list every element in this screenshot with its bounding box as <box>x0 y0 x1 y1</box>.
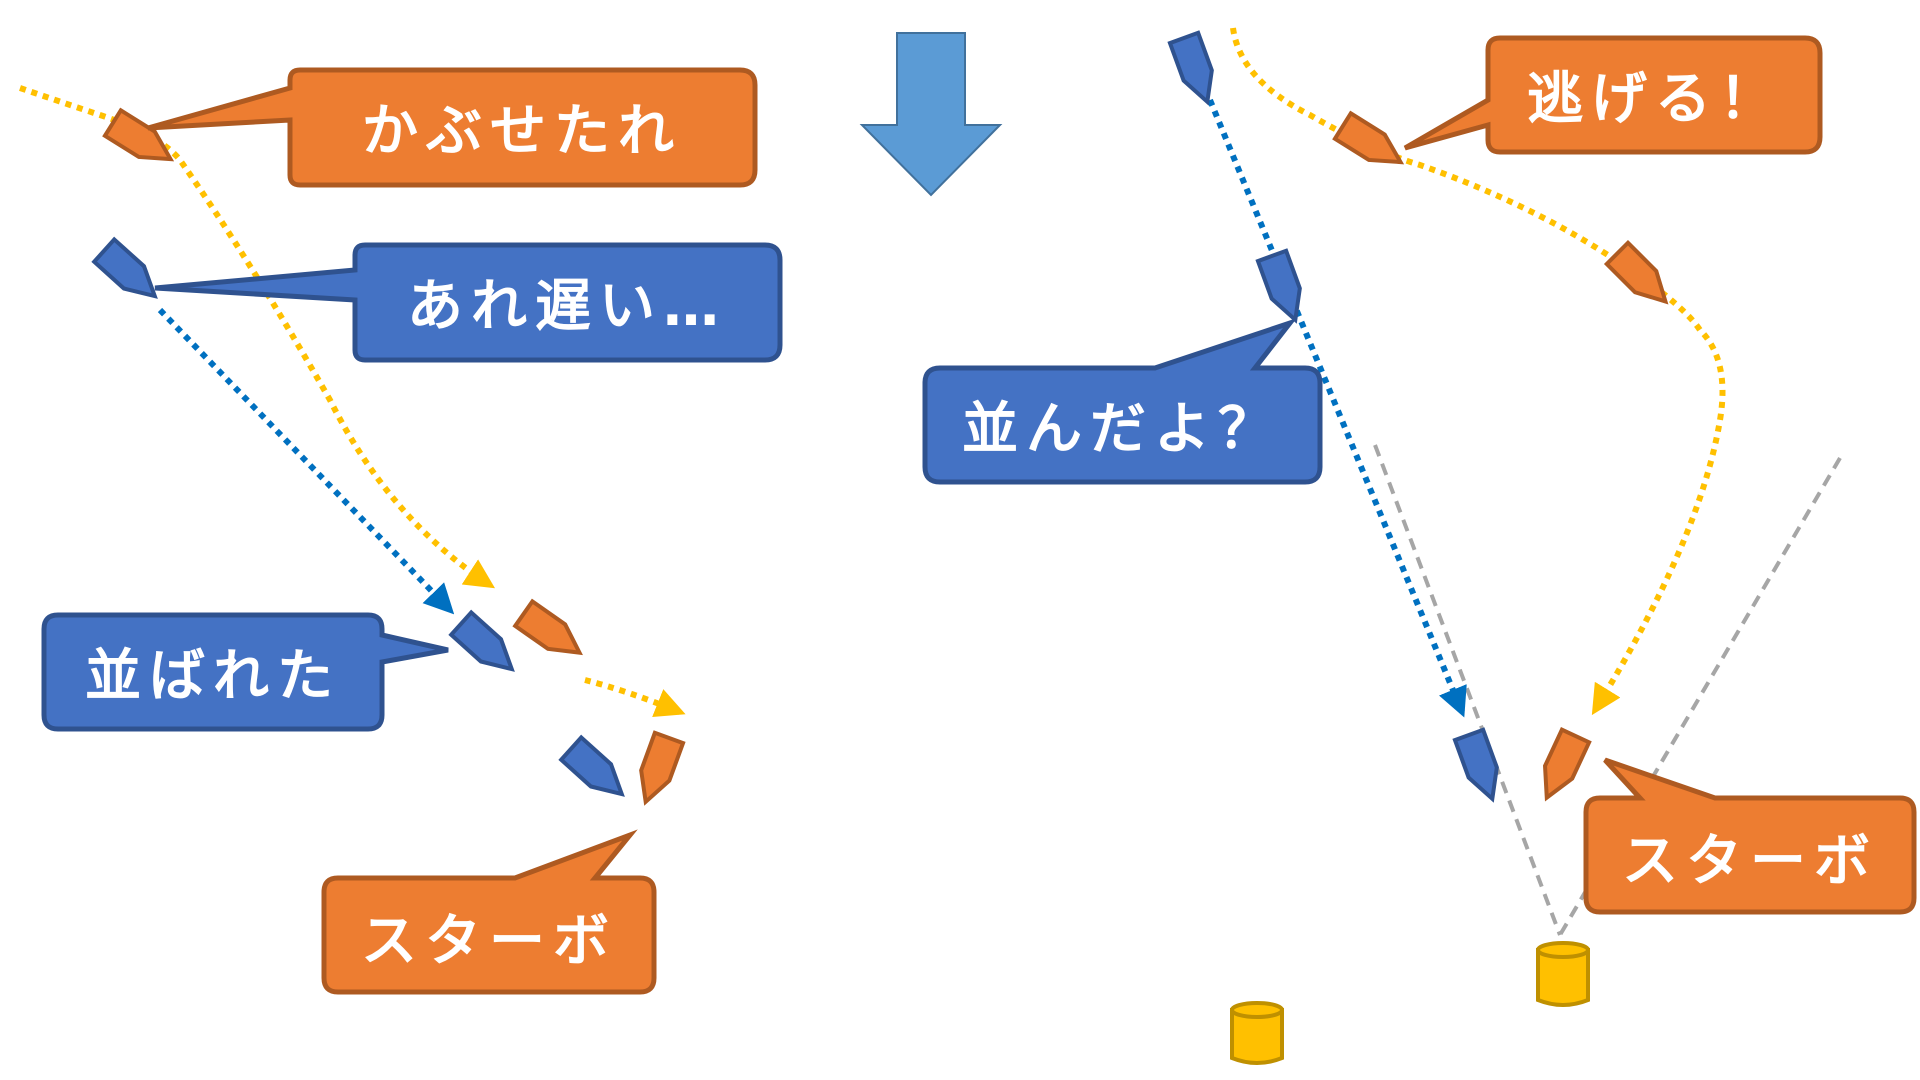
orange-boat-icon <box>1332 110 1405 165</box>
callout-naranda-text: 並んだよ？ <box>962 397 1282 462</box>
callout-starboard-left-text: スターボ <box>361 909 617 974</box>
mark-buoy-icon <box>1230 1001 1284 1065</box>
orange-boat-icon <box>1542 727 1592 802</box>
callout-kabuse: かぶせたれ <box>147 67 758 188</box>
blue-boat-track-left <box>157 307 455 615</box>
orange-boat-track-left <box>19 85 496 589</box>
callout-naranda: 並んだよ？ <box>922 318 1323 485</box>
blue-boat-icon <box>1452 727 1499 803</box>
callout-starboard-right: スターボ <box>1583 757 1917 915</box>
orange-boat-track-left-2 <box>584 677 686 718</box>
blue-boat-track-right <box>1207 98 1467 718</box>
callout-nigeru: 逃げる！ <box>1403 35 1823 155</box>
layline-left <box>1373 444 1562 936</box>
callout-are-osoi: あれ遅い… <box>154 242 783 363</box>
orange-boat-icon <box>512 598 583 656</box>
blue-boat-icon <box>1255 248 1302 324</box>
callout-are-osoi-text: あれ遅い… <box>407 274 727 339</box>
callout-narabareta: 並ばれた <box>41 612 449 732</box>
orange-boat-icon <box>1603 239 1669 305</box>
blue-boat-icon <box>91 236 158 299</box>
orange-boat-icon <box>639 730 686 806</box>
blue-boat-icon <box>448 609 515 672</box>
callout-kabuse-text: かぶせたれ <box>362 99 682 164</box>
callout-narabareta-text: 並ばれた <box>85 644 341 709</box>
callout-nigeru-text: 逃げる！ <box>1527 67 1783 132</box>
blue-boat-icon <box>1167 30 1214 106</box>
mark-buoy-icon <box>1536 941 1590 1007</box>
orange-boat-icon <box>102 107 175 162</box>
orange-boat-track-right <box>1230 27 1726 716</box>
callout-starboard-left: スターボ <box>321 829 657 995</box>
callout-starboard-right-text: スターボ <box>1622 829 1878 894</box>
blue-boat-icon <box>558 734 625 797</box>
down-arrow-icon <box>859 32 1003 197</box>
